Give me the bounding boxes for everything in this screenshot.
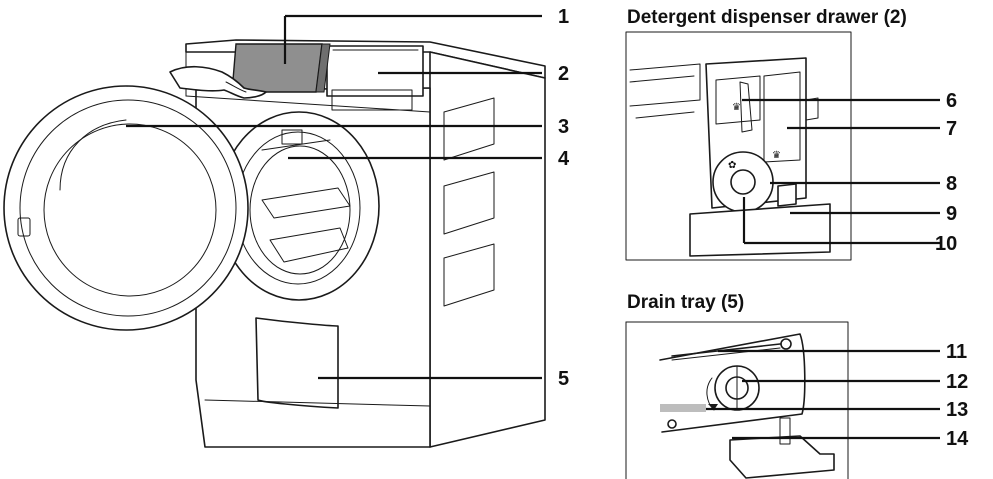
callout-1: 1 bbox=[558, 6, 569, 28]
drain-cavity bbox=[659, 333, 806, 433]
callout-8: 8 bbox=[946, 173, 957, 195]
callout-11: 11 bbox=[946, 341, 967, 363]
leader-lines bbox=[126, 14, 940, 440]
svg-text:♛: ♛ bbox=[772, 150, 781, 161]
detergent-drawer-panel: ♛ ♛ ✿ bbox=[625, 31, 852, 261]
svg-text:✿: ✿ bbox=[728, 160, 736, 171]
svg-text:♛: ♛ bbox=[732, 102, 741, 113]
drain-tray-title: Drain tray (5) bbox=[627, 292, 744, 313]
callout-9: 9 bbox=[946, 203, 957, 225]
washing-machine-illustration bbox=[3, 39, 546, 448]
callout-12: 12 bbox=[946, 371, 968, 393]
callout-3: 3 bbox=[558, 116, 569, 138]
dispenser-drawer-front bbox=[689, 203, 831, 257]
callout-10: 10 bbox=[935, 233, 957, 255]
door-outer-ring bbox=[3, 85, 249, 331]
callout-numbers: 1 2 3 4 5 6 7 8 9 10 11 12 13 14 bbox=[558, 6, 969, 450]
detergent-panel-frame bbox=[625, 31, 852, 261]
callout-2: 2 bbox=[558, 63, 569, 85]
drain-container bbox=[729, 435, 835, 479]
callout-13: 13 bbox=[946, 399, 968, 421]
callout-4: 4 bbox=[558, 148, 570, 170]
callout-6: 6 bbox=[946, 90, 957, 112]
drain-tray-panel bbox=[625, 321, 849, 479]
detergent-drawer-title: Detergent dispenser drawer (2) bbox=[627, 7, 907, 28]
detergent-drawer bbox=[326, 45, 424, 97]
callout-5: 5 bbox=[558, 368, 569, 390]
callout-7: 7 bbox=[946, 118, 957, 140]
callout-14: 14 bbox=[946, 428, 969, 450]
control-panel-lid bbox=[231, 43, 323, 93]
